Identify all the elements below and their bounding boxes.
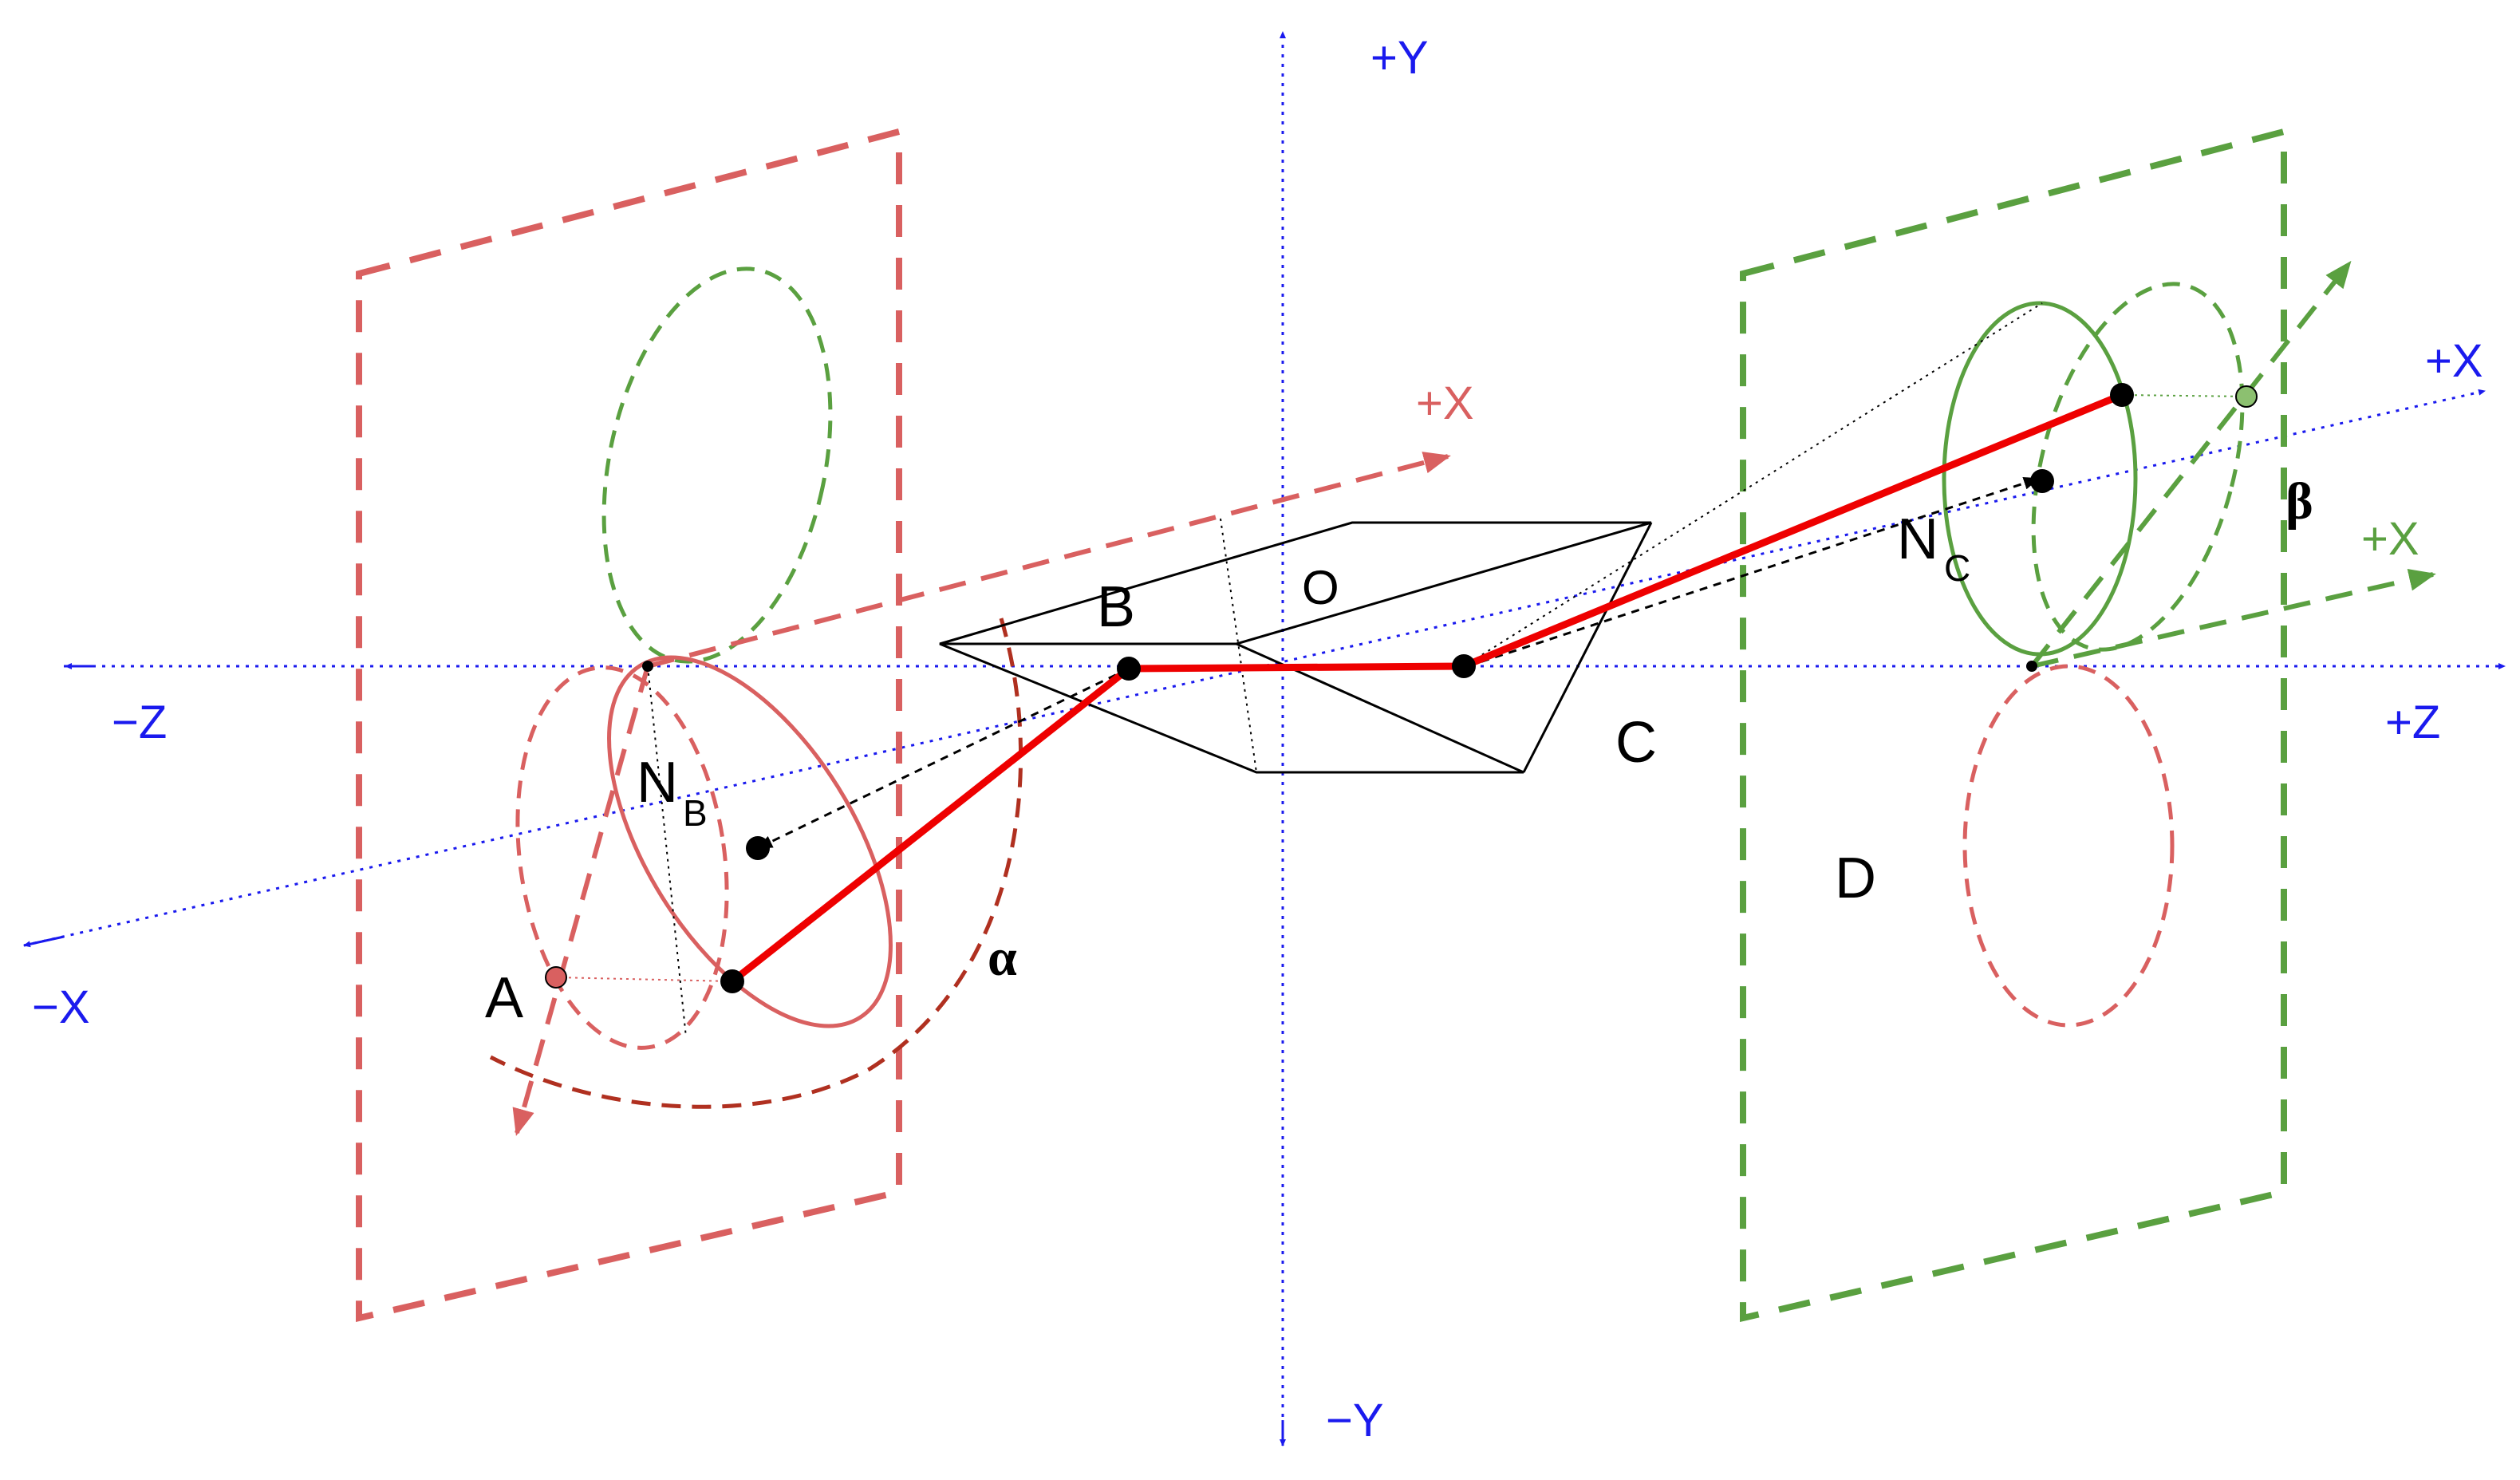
left-red-dashed-loop bbox=[515, 665, 729, 1050]
right-dotted-guide bbox=[1463, 302, 2043, 667]
right-red-dashed-loop bbox=[1962, 664, 2175, 1028]
point-a-marker bbox=[545, 966, 567, 989]
plus-x-label: +X bbox=[2425, 335, 2483, 387]
nb-normal-arrow bbox=[756, 667, 1130, 850]
nb-label-main: N bbox=[637, 751, 678, 815]
point-c-label: C bbox=[1615, 711, 1657, 775]
green-point-marker bbox=[2235, 385, 2258, 408]
right-plane-outline bbox=[1740, 127, 2287, 1323]
point-d-label: D bbox=[1835, 847, 1876, 910]
left-solid-ellipse bbox=[607, 655, 893, 1028]
right-plane bbox=[1463, 127, 2436, 1323]
joint-n2 bbox=[2110, 383, 2134, 407]
left-red-plus-x-axis bbox=[647, 452, 1451, 669]
beta-label: β bbox=[2285, 472, 2313, 531]
nb-point bbox=[746, 836, 770, 860]
central-body bbox=[939, 518, 1653, 774]
right-tangent-point bbox=[2026, 661, 2037, 672]
point-o-label: O bbox=[1302, 561, 1339, 614]
link-chain bbox=[545, 383, 2258, 993]
plus-z-label: +Z bbox=[2385, 697, 2440, 748]
nc-point bbox=[2030, 469, 2054, 493]
nc-label-main: N bbox=[1897, 507, 1938, 571]
minus-x-label: −X bbox=[32, 981, 90, 1033]
joint-n1 bbox=[720, 969, 744, 993]
red-plus-x-label: +X bbox=[1416, 377, 1474, 429]
body-top-face bbox=[939, 521, 1652, 645]
right-green-dashed-loop bbox=[2031, 282, 2245, 652]
right-green-plus-x-axis bbox=[2031, 569, 2436, 669]
left-green-dashed-loop bbox=[601, 266, 833, 664]
left-plane bbox=[356, 127, 1451, 1323]
left-dotted-guide bbox=[647, 665, 687, 1038]
point-a-label: A bbox=[485, 966, 523, 1030]
point-b-label: B bbox=[1097, 575, 1135, 639]
minus-z-label: −Z bbox=[112, 697, 167, 748]
left-red-down-axis bbox=[512, 665, 650, 1136]
plus-y-label: +Y bbox=[1370, 32, 1429, 84]
green-point-connector bbox=[2121, 394, 2247, 397]
joint-c bbox=[1452, 654, 1476, 678]
global-axes bbox=[23, 31, 2506, 1446]
a-connector bbox=[555, 977, 733, 982]
left-plane-outline bbox=[356, 127, 902, 1323]
minus-y-label: −Y bbox=[1326, 1395, 1384, 1446]
red-link bbox=[730, 391, 2124, 985]
nc-label-sub: C bbox=[1944, 547, 1970, 589]
green-plus-x-label: +X bbox=[2361, 513, 2419, 565]
labels: +Y −Y −Z +Z −X +X +X +X A B O C D N B N … bbox=[32, 32, 2483, 1446]
alpha-label: α bbox=[988, 929, 1017, 987]
left-tangent-point bbox=[642, 661, 653, 672]
body-right-edge bbox=[1522, 522, 1653, 773]
nb-label-sub: B bbox=[683, 792, 708, 834]
joint-b bbox=[1117, 657, 1141, 681]
x-axis-left bbox=[23, 935, 65, 948]
